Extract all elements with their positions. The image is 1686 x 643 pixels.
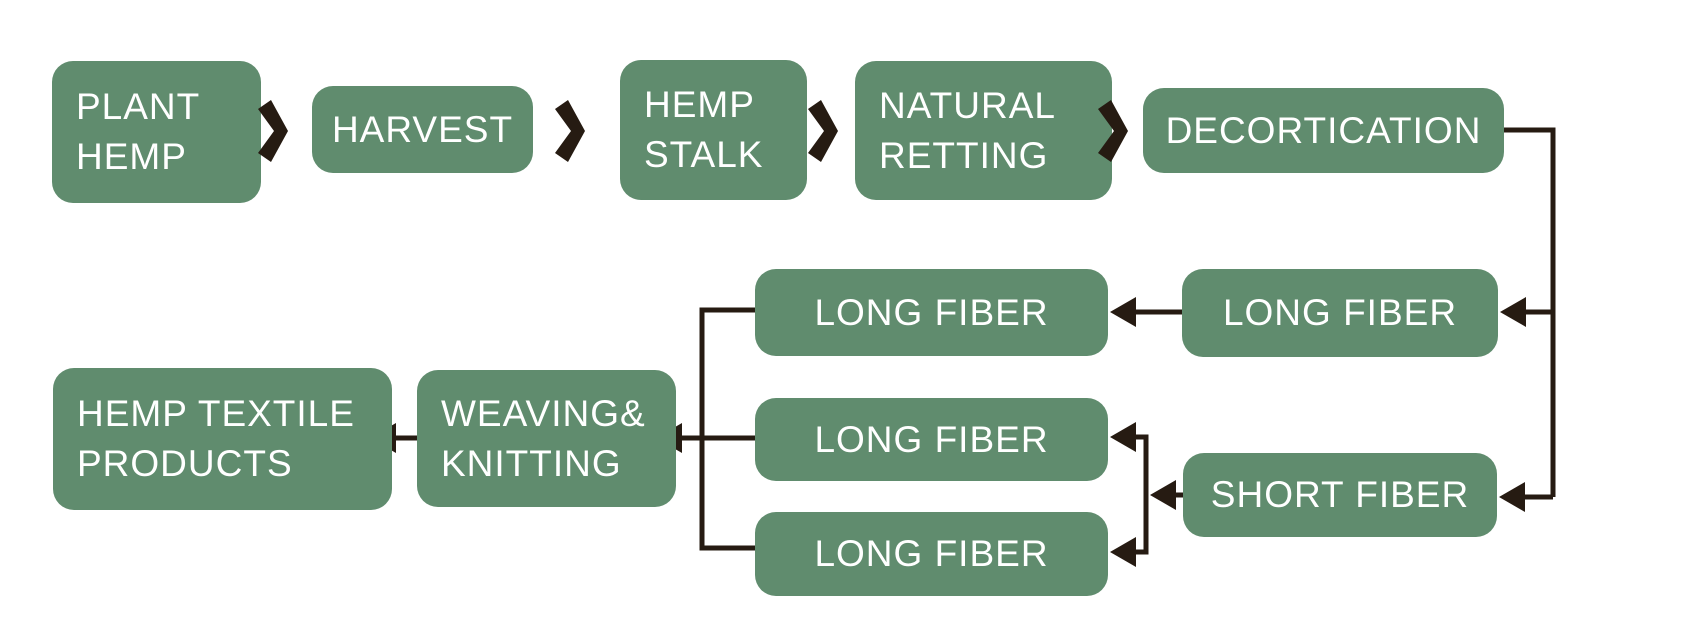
node-short-fiber: SHORT FIBER — [1183, 453, 1497, 537]
node-label: PLANT — [76, 86, 201, 127]
node-hemp-textile-products: HEMP TEXTILE PRODUCTS — [53, 368, 392, 510]
node-label: HEMP TEXTILE — [77, 393, 355, 434]
node-label: STALK — [644, 134, 764, 175]
edge-decortication-to-long-fiber-right — [1500, 297, 1553, 327]
node-label: SHORT FIBER — [1210, 474, 1470, 515]
node-long-fiber-right: LONG FIBER — [1182, 269, 1498, 357]
node-label: LONG FIBER — [814, 418, 1049, 460]
node-label: RETTING — [879, 134, 1049, 176]
chevron-right-icon — [555, 100, 585, 162]
node-plant-hemp: PLANT HEMP — [52, 61, 261, 203]
edge-decortication-to-short-fiber — [1499, 482, 1553, 512]
node-natural-retting: NATURAL RETTING — [855, 61, 1112, 200]
node-decortication: DECORTICATION — [1143, 88, 1504, 173]
edge-short-fiber-bracket — [1110, 422, 1183, 567]
node-long-fiber-bottom: LONG FIBER — [755, 512, 1108, 596]
chevron-right-icon — [258, 100, 288, 162]
node-weaving-knitting: WEAVING& KNITTING — [417, 370, 676, 507]
node-long-fiber-middle: LONG FIBER — [755, 398, 1108, 481]
chevron-right-icon — [808, 100, 838, 162]
node-hemp-stalk: HEMP STALK — [620, 60, 807, 200]
node-label: HEMP — [644, 84, 755, 125]
edge-long-fiber-right-to-top — [1110, 297, 1182, 327]
node-label: PRODUCTS — [77, 443, 293, 484]
chevron-right-icon — [1098, 100, 1128, 162]
edge-decortication-trunk — [1504, 127, 1556, 497]
node-label: LONG FIBER — [1222, 292, 1458, 333]
node-label: HARVEST — [331, 108, 514, 150]
node-label: WEAVING& — [441, 392, 646, 434]
node-label: KNITTING — [441, 442, 622, 484]
node-label: DECORTICATION — [1165, 109, 1482, 151]
node-harvest: HARVEST — [312, 86, 533, 173]
node-label: HEMP — [76, 136, 187, 177]
node-long-fiber-top: LONG FIBER — [755, 269, 1108, 356]
node-label: LONG FIBER — [814, 291, 1049, 333]
node-label: NATURAL — [879, 84, 1056, 126]
node-label: LONG FIBER — [814, 533, 1049, 574]
